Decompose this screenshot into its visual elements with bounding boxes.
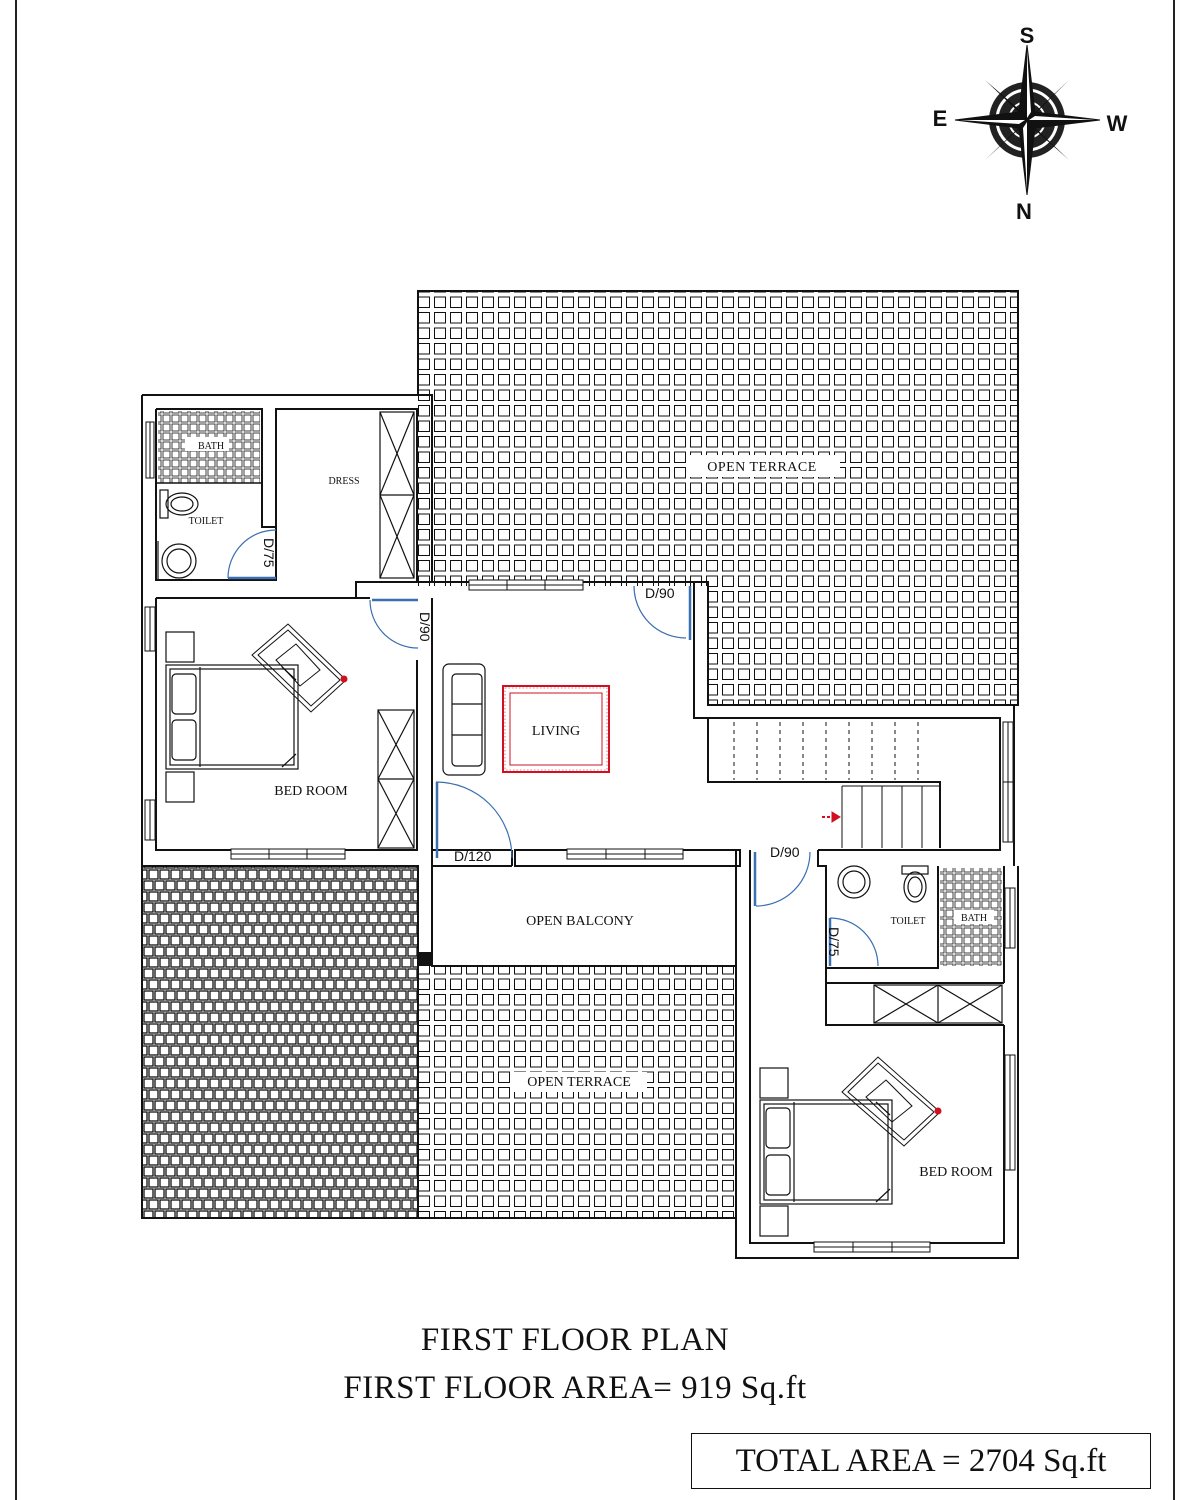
compass-west-label: W (1107, 111, 1128, 136)
bedroom-right-label: BED ROOM (919, 1165, 993, 1180)
window-bedroom-right-side (1004, 1054, 1016, 1171)
wc-left-icon (159, 489, 199, 519)
bed-right-icon (759, 1067, 893, 1237)
total-area-box: TOTAL AREA = 2704 Sq.ft (691, 1433, 1151, 1489)
door-swing-d75-left (227, 529, 277, 579)
bed-left-icon (165, 631, 299, 803)
dress-label: DRESS (328, 476, 359, 487)
window-bedroom-left-bottom (230, 848, 346, 860)
door-label-d90-left: D/90 (417, 612, 433, 642)
dress-room: DRESS (328, 411, 415, 579)
door-label-d120: D/120 (454, 848, 492, 864)
washbasin-right-icon (837, 865, 871, 899)
door-swing-d120 (435, 781, 513, 859)
open-balcony-label: OPEN BALCONY (526, 914, 634, 929)
wc-right-icon (901, 865, 929, 903)
bath-right-label: BATH (961, 913, 987, 924)
living-label: LIVING (532, 724, 580, 739)
living-room: LIVING (442, 579, 684, 860)
open-terrace-bottom: OPEN TERRACE (141, 865, 736, 1219)
staircase (733, 721, 1014, 848)
open-balcony: OPEN BALCONY (418, 914, 634, 966)
stair-direction-arrow-icon (822, 811, 841, 823)
window-living-bottom (566, 848, 684, 860)
open-terrace-bottom-label: OPEN TERRACE (527, 1075, 631, 1090)
wardrobe-bedroom-right-icon (873, 984, 1003, 1024)
door-label-d90-top: D/90 (645, 585, 675, 601)
dressing-table-right-icon (841, 1056, 942, 1147)
door-swing-d90-right (755, 851, 811, 907)
door-label-d75-right: D/75 (826, 927, 842, 957)
open-terrace-top: OPEN TERRACE (417, 290, 1019, 706)
right-bath-toilet: BATH TOILET (837, 865, 1016, 966)
open-terrace-top-label: OPEN TERRACE (707, 460, 817, 475)
compass-north-label: N (1016, 199, 1032, 224)
window-stair (1002, 721, 1014, 843)
door-swing-d75-right (829, 917, 879, 967)
left-bedroom: BED ROOM (144, 606, 415, 860)
compass-rose: S E W N (933, 23, 1128, 224)
left-bath-toilet: BATH TOILET (145, 411, 262, 580)
door-label-d90-right: D/90 (770, 844, 800, 860)
bath-left-label: BATH (198, 441, 224, 452)
wardrobe-bedroom-left-icon (377, 709, 415, 849)
dressing-table-left-icon (251, 623, 348, 713)
window-living-top (468, 579, 584, 591)
wardrobe-dress-icon (379, 411, 415, 579)
bedroom-left-label: BED ROOM (274, 784, 348, 799)
floor-area-text: FIRST FLOOR AREA= 919 Sq.ft (343, 1370, 807, 1406)
door-labels: D/75 D/90 D/90 D/120 D/90 D/75 (261, 538, 842, 957)
door-label-d75-left: D/75 (261, 538, 277, 568)
door-swing-d90-left (369, 599, 419, 649)
compass-east-label: E (933, 106, 948, 131)
toilet-right-label: TOILET (891, 916, 926, 927)
sofa-icon (442, 663, 486, 776)
plan-title: FIRST FLOOR PLAN (420, 1322, 730, 1358)
toilet-left-label: TOILET (189, 516, 224, 527)
window-bedroom-left-side (144, 606, 156, 841)
right-bedroom: BED ROOM (759, 984, 1016, 1253)
window-bedroom-right-bottom (813, 1241, 931, 1253)
compass-south-label: S (1020, 23, 1035, 48)
column-marker (418, 952, 431, 966)
door-swing-d90-top (633, 585, 687, 639)
window-bath-left (145, 421, 155, 479)
doors (227, 529, 879, 967)
washbasin-left-icon (157, 541, 197, 580)
total-area-text: TOTAL AREA = 2704 Sq.ft (735, 1442, 1107, 1479)
window-bath-right (1004, 887, 1016, 949)
